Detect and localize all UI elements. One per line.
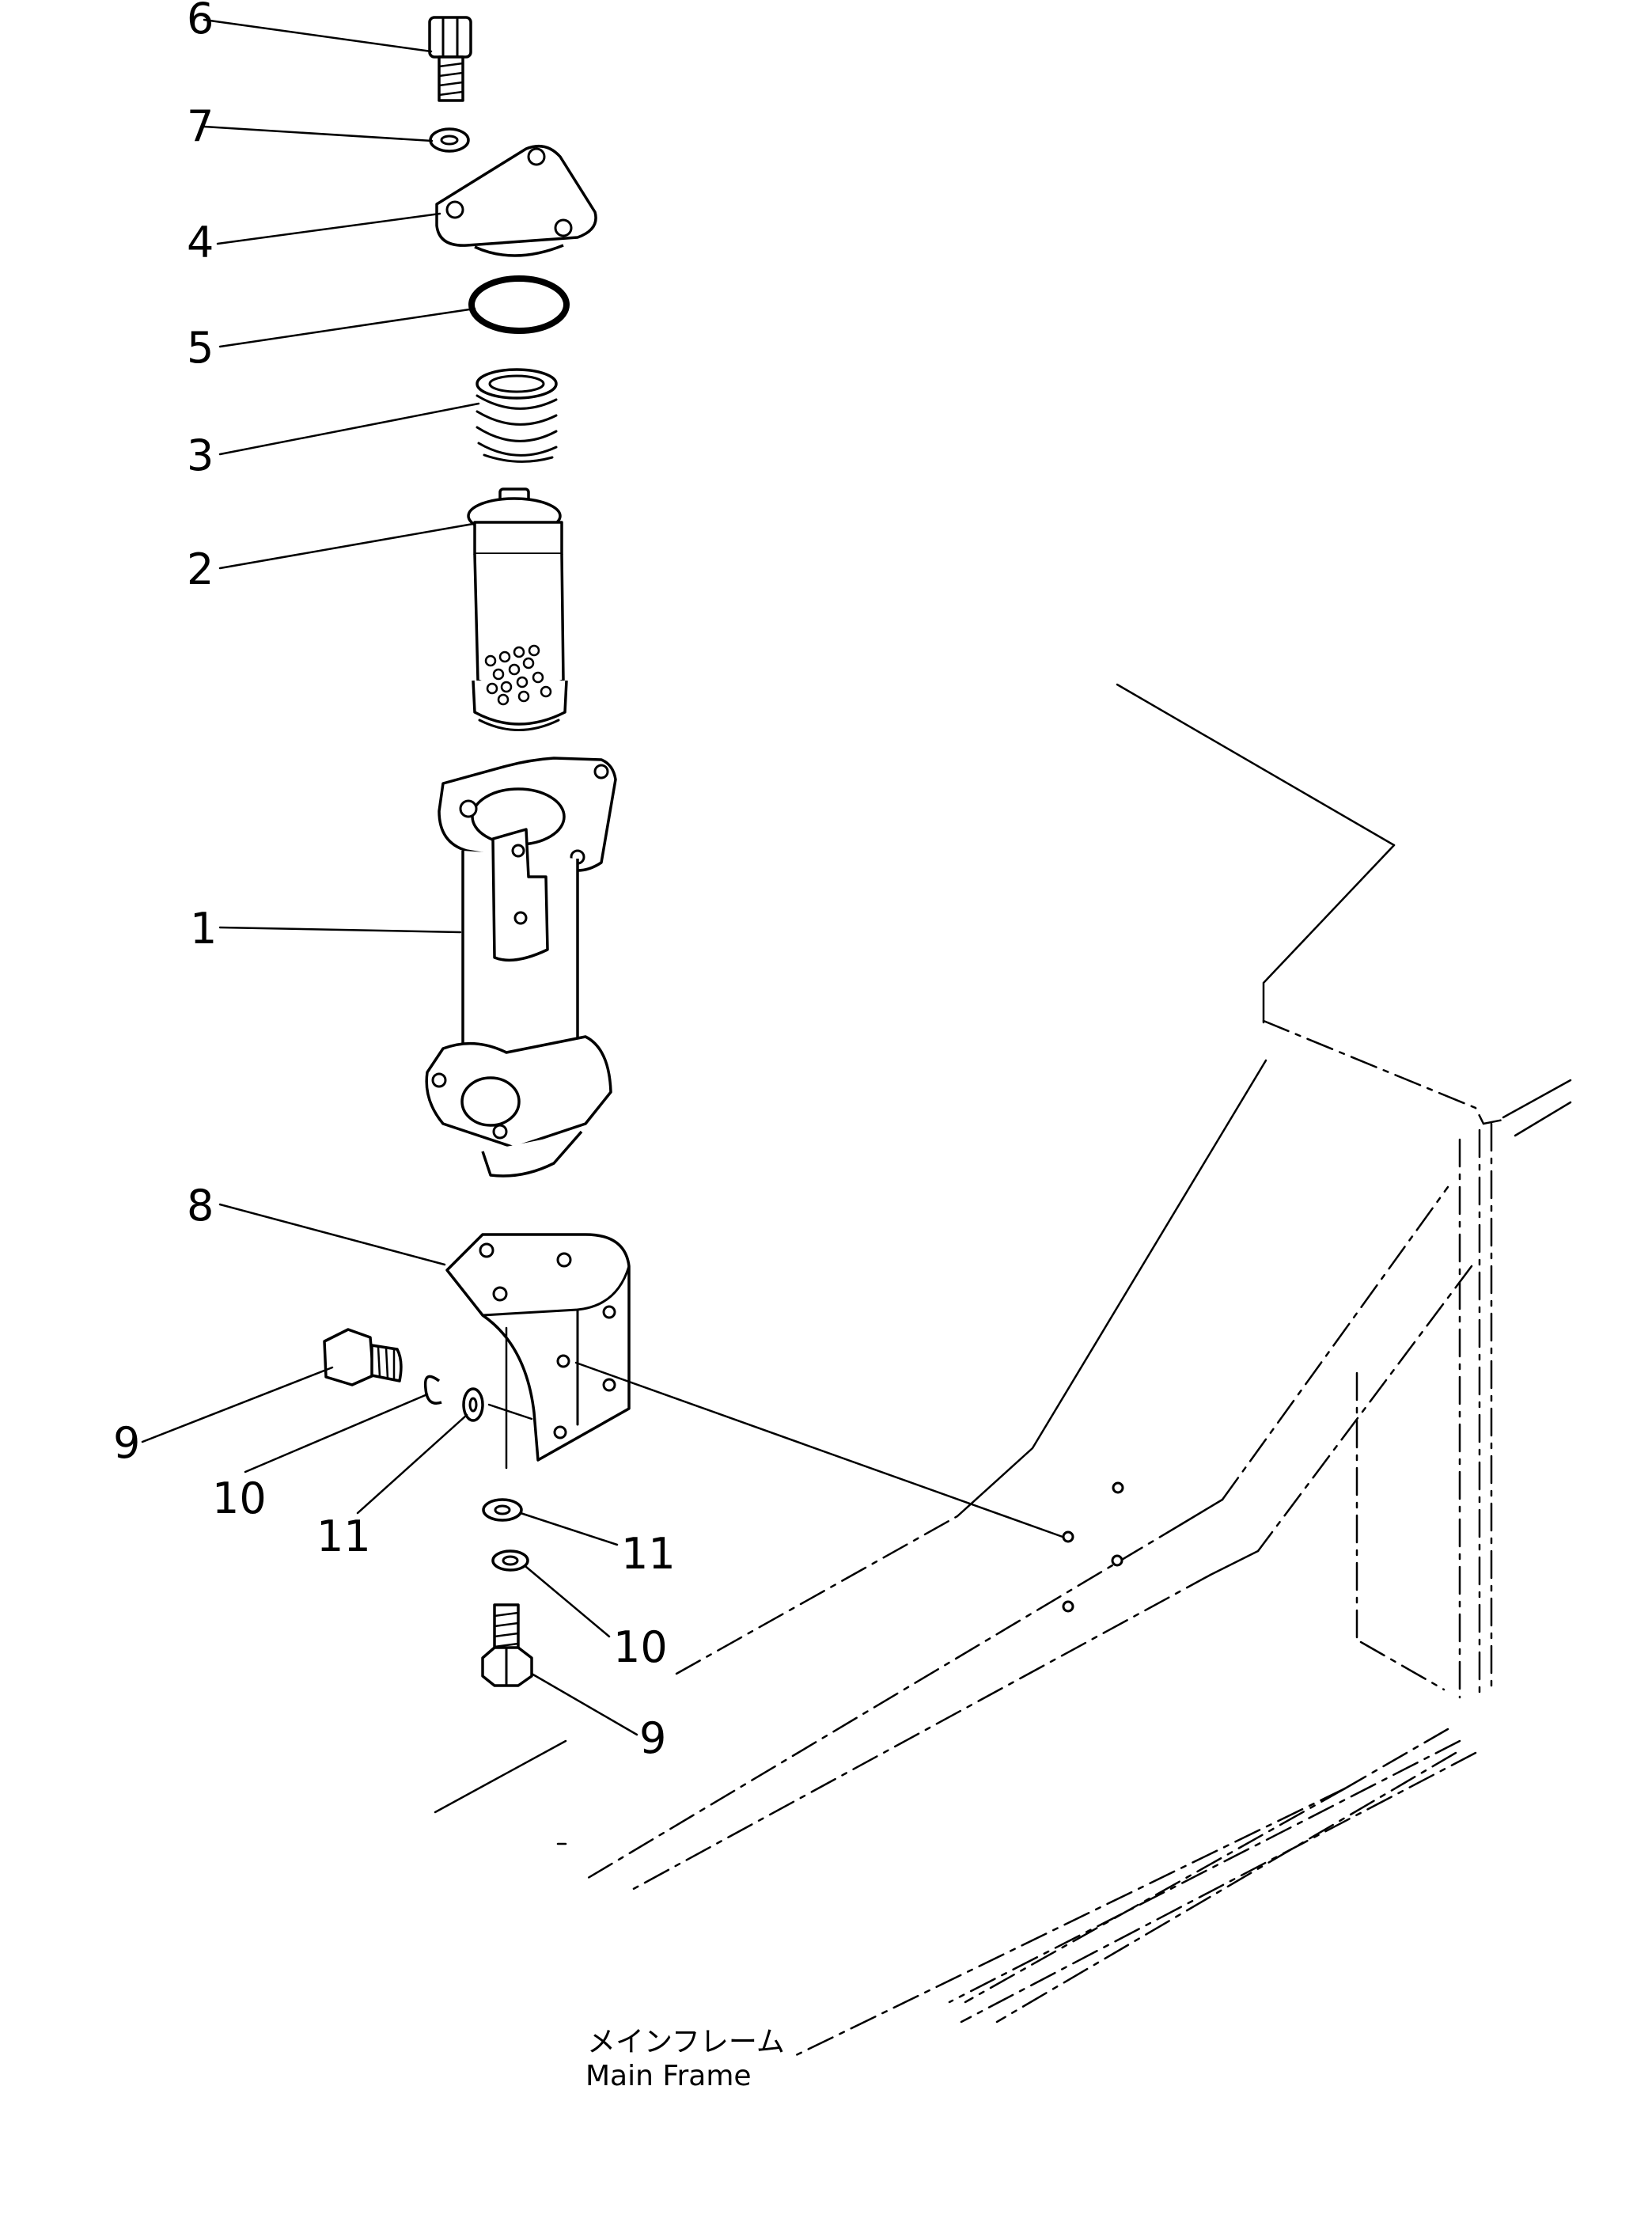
callout-7: 7 <box>187 101 214 151</box>
flat-washer-bottom <box>482 1498 523 1522</box>
o-ring <box>468 275 570 334</box>
main-frame-structure <box>434 683 1572 2059</box>
spring-washer-top <box>429 127 470 153</box>
cover-plate <box>435 144 597 257</box>
callout-9a: 9 <box>113 1418 140 1468</box>
bolt-bottom <box>481 1603 533 1687</box>
spring-washer-bottom <box>491 1549 529 1572</box>
callout-9b: 9 <box>639 1713 666 1763</box>
callout-10a: 10 <box>212 1474 267 1523</box>
frame-caption: メインフレーム Main Frame <box>585 2026 785 2092</box>
callout-8: 8 <box>187 1181 214 1231</box>
bolt-top <box>428 16 472 102</box>
caption-english: Main Frame <box>585 2060 752 2092</box>
callout-labels: 6 7 4 5 3 2 1 8 9 10 11 11 10 9 <box>113 0 676 1763</box>
callout-10b: 10 <box>613 1622 668 1672</box>
mounting-bracket <box>445 1233 1064 1538</box>
bolt-side <box>323 1328 403 1386</box>
spring-washer-side <box>423 1375 442 1405</box>
callout-11a: 11 <box>316 1511 371 1561</box>
filter-case <box>425 757 617 1178</box>
callout-4: 4 <box>187 218 214 267</box>
leader-lines <box>141 18 638 1736</box>
caption-japanese: メインフレーム <box>587 2026 785 2058</box>
callout-6: 6 <box>187 0 214 44</box>
spring <box>476 368 558 463</box>
callout-11b: 11 <box>621 1529 676 1579</box>
filter-element <box>467 487 568 731</box>
callout-1: 1 <box>190 904 217 954</box>
callout-2: 2 <box>187 544 214 594</box>
flat-washer-side <box>462 1387 484 1422</box>
callout-3: 3 <box>187 430 214 480</box>
callout-5: 5 <box>187 323 214 373</box>
